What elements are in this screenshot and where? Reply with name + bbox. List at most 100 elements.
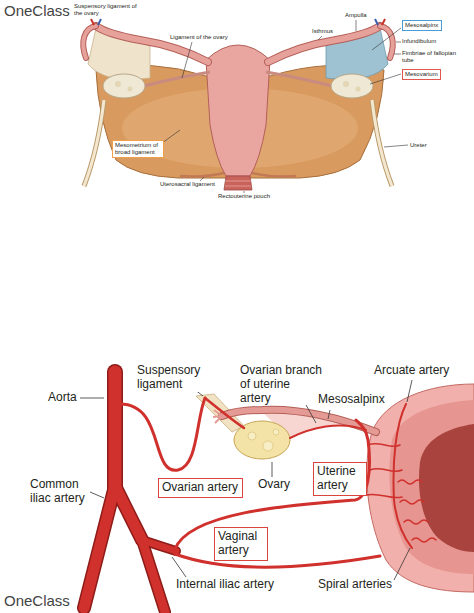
watermark: OneClass	[4, 2, 70, 19]
uterus-section	[389, 400, 474, 574]
fallopian-tube	[268, 26, 380, 62]
ovarian-ligament	[266, 72, 332, 86]
box-label: Mesovarium	[405, 71, 438, 78]
uterus-section	[367, 384, 474, 592]
leader-lines	[80, 380, 412, 580]
ovarian-ligament	[144, 72, 210, 86]
label-box: Mesosalpinx	[402, 20, 442, 31]
leader-lines	[396, 42, 401, 43]
ovarian-vessels	[91, 19, 94, 25]
leader-lines	[372, 28, 401, 50]
part-label: Ampulla	[345, 12, 367, 19]
uterus	[206, 45, 270, 176]
artery-label: Common iliac artery	[30, 478, 88, 506]
ovary	[103, 74, 373, 98]
ovarian-ligament	[144, 72, 332, 86]
ovary	[248, 432, 256, 440]
leader-lines	[370, 74, 401, 84]
artery	[115, 486, 142, 540]
artery	[142, 540, 165, 612]
fallopian-tube	[213, 410, 376, 432]
artery-label: Arcuate artery	[374, 364, 449, 378]
fallopian-tube	[268, 26, 380, 62]
box-label: Vaginal artery	[218, 530, 264, 558]
artery	[412, 538, 436, 542]
artery	[84, 372, 436, 612]
ovary	[128, 87, 133, 92]
label-box: Mesovarium	[402, 69, 441, 80]
artery	[290, 425, 366, 438]
artery	[394, 404, 413, 548]
box-label: Mesosalpinx	[405, 22, 438, 29]
artery-label: Spiral arteries	[318, 578, 392, 592]
fallopian-tube	[380, 26, 393, 58]
uterus	[225, 186, 251, 187]
leader-lines	[394, 54, 401, 55]
leader-lines	[182, 42, 192, 78]
artery	[142, 540, 176, 551]
part-label: Rectouterine pouch	[218, 193, 270, 200]
uterosacral-ligament	[248, 172, 296, 177]
artery	[175, 554, 380, 567]
ovary	[356, 87, 361, 92]
artery	[205, 398, 244, 428]
watermark: OneClass	[4, 592, 70, 609]
artery-outline	[107, 372, 123, 488]
box-label: Ovarian artery	[162, 481, 238, 495]
label-box: Vaginal artery	[214, 527, 268, 561]
part-label: Ligament of the ovary	[170, 34, 228, 41]
artery	[366, 494, 402, 497]
leader-lines	[356, 20, 357, 31]
fallopian-tube	[83, 26, 96, 58]
ovary	[263, 441, 273, 451]
leader-lines	[80, 398, 104, 399]
artery-label: Ovarian branch of uterine artery	[240, 364, 324, 405]
part-label: Suspensory ligament of the ovary	[74, 3, 140, 17]
box-label: Mesometrium of broad ligament	[115, 142, 161, 156]
leader-lines	[384, 145, 408, 147]
part-label: Uterosacral ligament	[160, 181, 215, 188]
artery	[370, 469, 402, 472]
leader-lines	[172, 557, 186, 577]
artery	[84, 486, 115, 608]
uterus-section	[367, 384, 474, 592]
ovarian-vessels	[382, 19, 385, 25]
uterus	[206, 45, 270, 190]
label-box: Ovarian artery	[158, 478, 243, 498]
part-label: Fimbriae of fallopian tube	[402, 50, 462, 64]
leader-lines	[328, 410, 330, 419]
fallopian-tube	[83, 26, 96, 58]
artery	[109, 372, 122, 488]
leader-lines	[272, 462, 273, 477]
leader-lines	[394, 548, 410, 580]
leader-lines	[158, 20, 408, 193]
artery-outline	[84, 486, 115, 608]
artery-label: Internal iliac artery	[176, 578, 274, 592]
uterus	[224, 176, 252, 190]
ureter	[372, 100, 392, 186]
ovary	[331, 74, 373, 98]
uterus	[225, 181, 251, 182]
leader-lines	[407, 380, 412, 402]
artery	[120, 398, 205, 470]
leader-lines	[90, 492, 104, 498]
part-label: Suspensory ligament	[137, 364, 203, 392]
leader-lines	[318, 36, 322, 40]
fallopian-tube	[380, 26, 393, 58]
ureter	[84, 100, 104, 186]
part-label: Ureter	[410, 142, 427, 149]
artery-label: Aorta	[48, 391, 77, 405]
ovarian-vessels	[98, 19, 101, 25]
part-label: Isthmus	[312, 28, 333, 35]
label-box: Mesometrium of broad ligament	[112, 140, 164, 158]
part-label: Ovary	[258, 478, 290, 492]
artery	[400, 500, 424, 504]
ovary	[115, 81, 121, 87]
label-box: Uterine artery	[313, 462, 367, 496]
fallopian-tube	[83, 26, 393, 62]
box-label: Uterine artery	[317, 465, 363, 493]
artery	[398, 480, 422, 484]
ureter	[372, 100, 392, 186]
